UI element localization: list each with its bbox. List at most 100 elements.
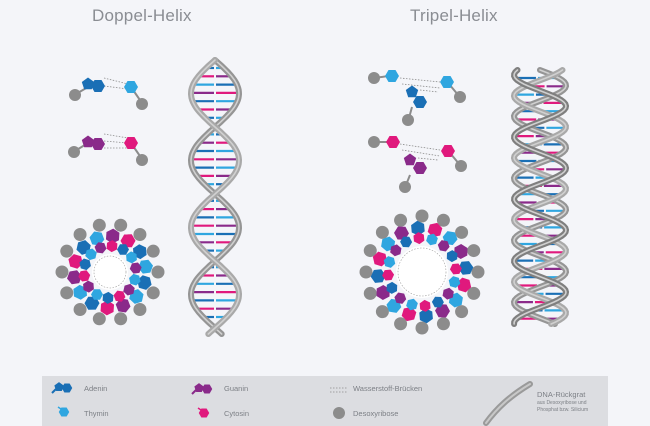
base-ring [446,250,458,263]
base-ring [89,231,105,246]
guanin-cytosin-triplet [368,135,467,193]
desoxyribose-sugar [136,98,148,110]
base-ring [126,251,137,264]
desoxyribose-sugar [471,265,485,279]
ring-center [92,254,128,290]
adenin-legend-icon [51,382,73,394]
desoxyribose-sugar [467,286,481,300]
base-ring [390,244,402,257]
desoxyribose-sugar [455,225,469,239]
double-helix-ladder [187,57,243,337]
base-ring [372,251,388,267]
base-ring [411,220,425,236]
backbone-highlight [513,69,567,325]
base-ring [115,298,131,313]
legend-bar: Adenin Thymin Guanin Cytosin Wasserstoff… [42,376,608,426]
base-ring [400,236,413,248]
desoxyribose-sugar [114,218,128,232]
desoxyribose-sugar [73,303,87,317]
desoxyribose-sugar [415,321,429,335]
base-ring [78,270,91,282]
desoxyribose-sugar [454,91,466,103]
thymin-legend-icon [57,406,70,417]
base-ring [383,256,396,268]
base-ring [83,280,94,293]
base-ring [386,281,398,294]
base-ring [129,273,141,286]
backbone-note-1: aus Desoxyribose und [537,400,587,406]
backbone-note-2: Phosphat bzw. Silicium [537,407,589,413]
desoxyribose-sugar [467,244,481,258]
base-ring [427,222,443,238]
base-ring [419,299,431,312]
base-ring [138,259,154,274]
base-ring [458,261,474,275]
desoxyribose-sugar [402,114,414,126]
double-helix-title: Doppel-Helix [92,6,192,25]
desoxyribose-sugar [399,181,411,193]
base-ring [419,308,433,324]
adenin-thymin-pair [69,77,148,110]
desoxyribose-sugar [114,312,128,326]
base-ring [102,291,114,304]
base-ring [448,276,461,288]
desoxyribose-sugar [146,286,160,300]
desoxyribose-sugar [60,286,74,300]
base-ring [394,292,407,304]
base-ring [431,296,444,308]
dna-diagram [55,57,570,337]
base-ring [449,263,462,275]
thymin-label: Thymin [84,409,109,418]
base-ring [120,234,136,248]
triple-helix-ladder [510,67,570,327]
base-ring [437,240,450,252]
base-ring [123,283,135,296]
desoxyribose-sugar [436,213,450,227]
desoxyribose-sugar [73,227,87,241]
desoxyribose-sugar [133,303,147,317]
base-ring [454,244,468,259]
base-ring [376,285,390,300]
desoxyribose-sugar [363,244,377,258]
desoxyribose-sugar [146,244,160,258]
base-ring [94,242,107,254]
backbone-highlight [190,59,240,335]
base-ring [456,277,472,293]
base-ring [90,289,104,300]
guanin-ring [403,153,417,166]
base-ring [66,270,82,285]
desoxyribose-sugar [55,265,69,279]
hydrogen-bond-legend-icon [330,387,347,393]
adenin-label: Adenin [84,384,108,393]
desoxyribose-sugar [68,146,80,158]
base-ring [100,300,115,316]
backbone-legend-icon [483,381,533,426]
triple-helix-title: Tripel-Helix [410,6,498,25]
base-ring [116,244,130,255]
desoxyribose-sugar [133,227,147,241]
base-ring [442,287,454,300]
cytosin-legend-icon [197,407,210,418]
desoxyribose-sugar [359,265,373,279]
base-ring [413,232,425,245]
legend-icons [51,381,533,426]
base-ring [394,226,409,240]
desoxyribose-sugar [92,218,106,232]
cytosin-label: Cytosin [224,409,250,418]
triple-helix-top-view [359,209,485,335]
desoxyribose-sugar [455,305,469,319]
adenin-ring [413,95,427,109]
base-ring [106,240,118,253]
desoxyribose-sugar [151,265,165,279]
guanin-cytosin-pair [68,133,148,166]
hydrogen-bonds-label: Wasserstoff-Brücken [353,384,423,393]
backbone-highlight [190,59,240,335]
adenin-thymin-triplet [368,69,466,126]
base-ring [79,258,91,271]
desoxyribose-sugar [92,312,106,326]
desoxyribose-sugar [368,72,380,84]
base-ring [426,233,438,246]
thymin-ring [385,69,399,83]
desoxyribose-sugar [375,225,389,239]
desoxyribose-sugar [436,317,450,331]
